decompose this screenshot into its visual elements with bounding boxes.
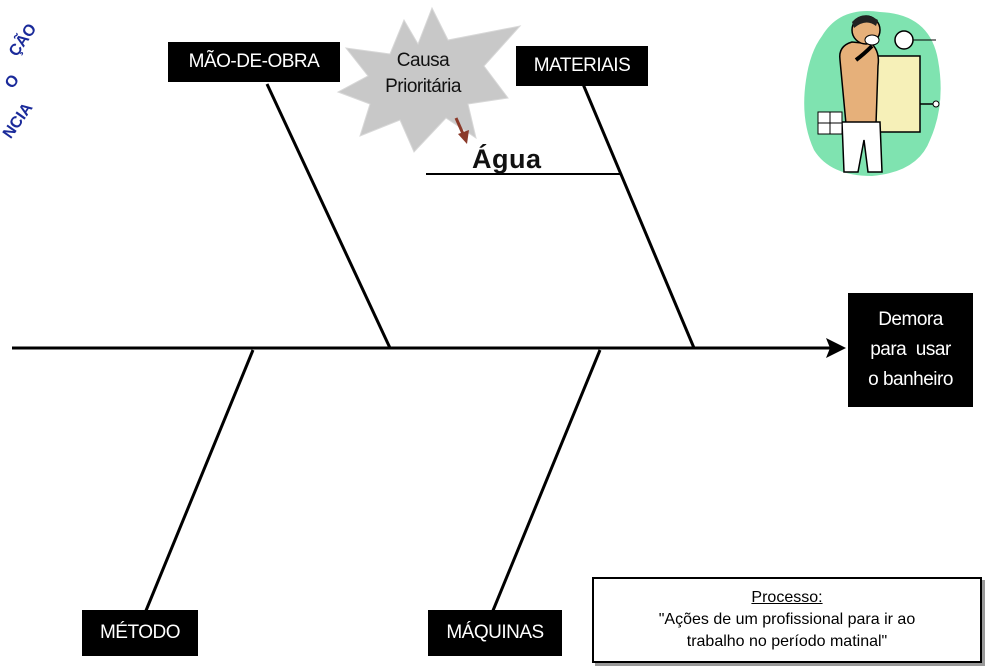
spine-arrowhead — [826, 338, 846, 358]
category-mao-de-obra: MÃO-DE-OBRA — [168, 42, 340, 82]
stamp-text-middle: O — [2, 71, 24, 92]
category-materiais: MATERIAIS — [516, 46, 648, 86]
man-shaving-clipart-icon — [804, 11, 941, 176]
effect-line-1: Demora — [878, 309, 943, 330]
bone-maquinas — [490, 349, 602, 614]
priority-cause-label-line-2: Prioritária — [385, 76, 461, 97]
bone-mao-de-obra — [265, 83, 392, 349]
priority-cause-label: Causa Prioritária — [362, 48, 484, 100]
category-metodo: MÉTODO — [82, 610, 198, 656]
process-title: Processo: — [751, 589, 823, 606]
bone-metodo — [143, 349, 255, 614]
process-box: Processo: "Ações de um profissional para… — [592, 577, 982, 663]
starburst-icon — [336, 6, 522, 153]
effect-box: Demora para usar o banheiro — [848, 293, 973, 407]
stamp-text-bottom: NCIA — [0, 99, 37, 142]
stamp-logo: ÇÃO O NCIA — [0, 20, 56, 170]
priority-arrow-icon — [454, 117, 469, 144]
category-maquinas: MÁQUINAS — [428, 610, 562, 656]
bone-materiais — [581, 83, 696, 349]
priority-cause-text: Água — [472, 144, 542, 174]
priority-cause-label-line-1: Causa — [396, 50, 450, 71]
effect-line-2: para usar — [870, 339, 951, 360]
process-line-2: trabalho no período matinal" — [686, 633, 888, 650]
process-line-1: "Ações de um profissional para ir ao — [658, 611, 916, 628]
effect-line-3: o banheiro — [868, 369, 953, 390]
stamp-text-top: ÇÃO — [6, 20, 41, 60]
